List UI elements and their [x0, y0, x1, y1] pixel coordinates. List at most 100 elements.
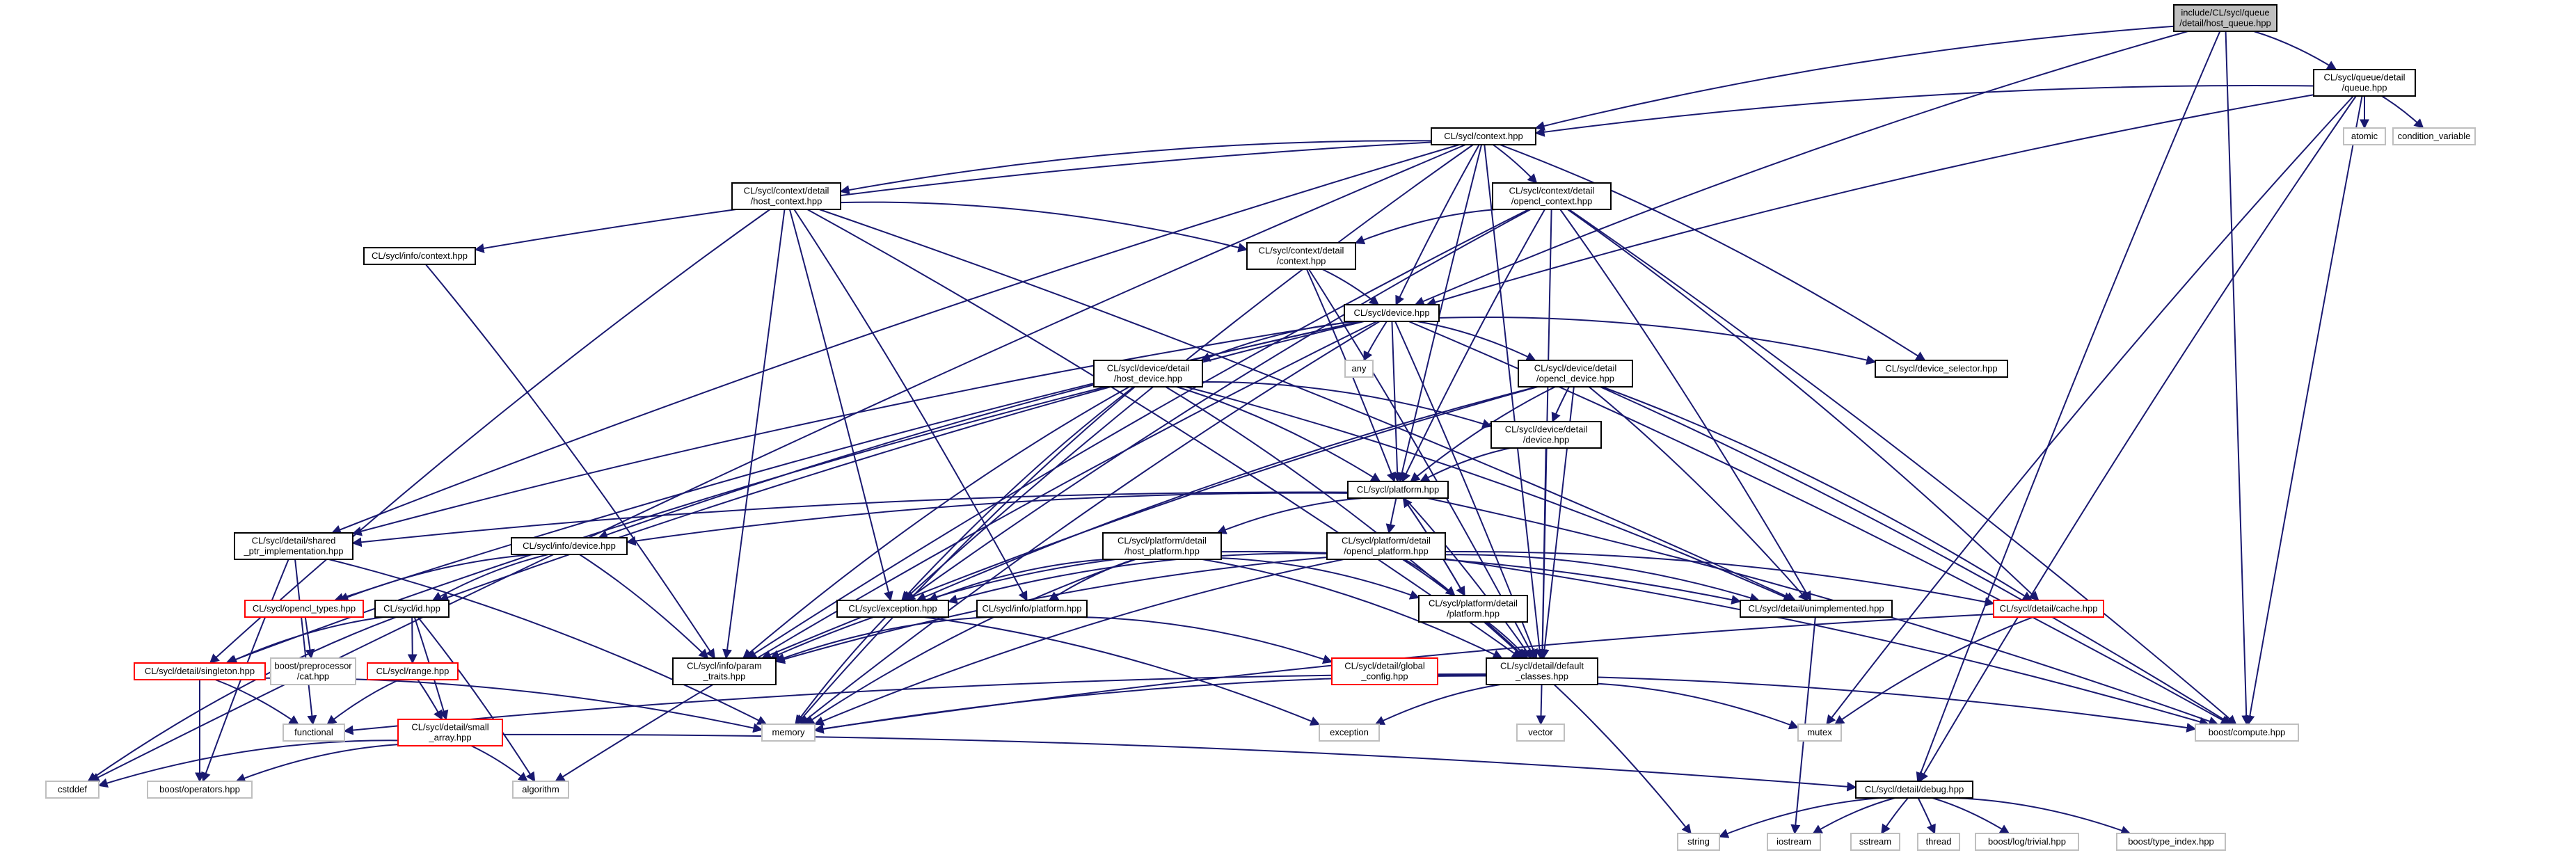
- node-label: CL/sycl/platform/detail: [1342, 536, 1431, 546]
- edge-device-to-ocldev: [1417, 321, 1536, 361]
- node-infodev[interactable]: CL/sycl/info/device.hpp: [511, 537, 628, 555]
- node-label: CL/sycl/device_selector.hpp: [1885, 363, 1997, 374]
- edge-exception-to-memory: [795, 616, 887, 726]
- node-box: [1677, 833, 1720, 851]
- edge-context-to-device: [1395, 144, 1480, 306]
- edge-debug-to-string: [1718, 797, 1880, 838]
- node-label: /context.hpp: [1277, 256, 1326, 266]
- node-id[interactable]: CL/sycl/id.hpp: [374, 600, 450, 618]
- node-box: [1975, 833, 2079, 851]
- node-oclplat[interactable]: CL/sycl/platform/detail/opencl_platform.…: [1326, 532, 1446, 560]
- node-singleton[interactable]: CL/sycl/detail/singleton.hpp: [134, 662, 266, 680]
- node-globalcfg[interactable]: CL/sycl/detail/global_config.hpp: [1331, 657, 1438, 685]
- node-label: functional: [294, 727, 333, 737]
- node-box: [672, 657, 777, 685]
- node-box: [1418, 595, 1528, 623]
- node-box: [2343, 127, 2386, 145]
- node-box: [511, 537, 628, 555]
- node-cache[interactable]: CL/sycl/detail/cache.hpp: [1993, 600, 2104, 618]
- edge-hostdev-to-devdetail: [1202, 381, 1493, 429]
- node-exceptionstd: exception: [1319, 724, 1380, 742]
- node-unimpl[interactable]: CL/sycl/detail/unimplemented.hpp: [1740, 600, 1893, 618]
- node-box: [1767, 833, 1821, 851]
- node-context[interactable]: CL/sycl/context.hpp: [1431, 127, 1536, 145]
- edge-oclctx-to-ctxdetail: [1354, 209, 1497, 245]
- node-devsel[interactable]: CL/sycl/device_selector.hpp: [1875, 360, 2008, 378]
- edge-context-to-oclctx: [1493, 144, 1538, 184]
- node-any: any: [1344, 360, 1374, 378]
- node-platdetail[interactable]: CL/sycl/platform/detail/platform.hpp: [1418, 595, 1528, 623]
- edge-root-to-context: [1534, 25, 2175, 131]
- node-label: /host_context.hpp: [751, 196, 822, 207]
- node-range[interactable]: CL/sycl/range.hpp: [367, 662, 459, 680]
- edge-root-to-debug: [1916, 31, 2221, 783]
- edge-defclasses-to-functional: [343, 673, 1487, 735]
- node-cstddef: cstddef: [45, 781, 100, 799]
- node-label: CL/sycl/context/detail: [744, 186, 829, 196]
- edge-hostctx-to-exception: [788, 209, 893, 602]
- node-debug[interactable]: CL/sycl/detail/debug.hpp: [1855, 781, 1973, 799]
- edge-platform-to-oclplat: [1385, 497, 1397, 534]
- node-label: /opencl_context.hpp: [1511, 196, 1592, 207]
- node-opencltypes[interactable]: CL/sycl/opencl_types.hpp: [244, 600, 364, 618]
- edge-device-to-any: [1363, 321, 1388, 362]
- node-ocldev[interactable]: CL/sycl/device/detail/opencl_device.hpp: [1518, 360, 1633, 387]
- node-devdetail[interactable]: CL/sycl/device/detail/device.hpp: [1490, 421, 1602, 449]
- edge-ocldev-to-unimpl: [1588, 386, 1808, 602]
- edge-hostplat-to-unimpl: [1221, 550, 1742, 605]
- node-sharedptr[interactable]: CL/sycl/detail/shared_ptr_implementation…: [234, 532, 353, 560]
- node-btypeindex: boost/type_index.hpp: [2116, 833, 2226, 851]
- node-label: /opencl_platform.hpp: [1344, 546, 1428, 557]
- node-device[interactable]: CL/sycl/device.hpp: [1344, 304, 1440, 322]
- edge-debug-to-iostream: [1812, 797, 1895, 834]
- node-label: thread: [1926, 836, 1952, 847]
- node-box: [1850, 833, 1900, 851]
- node-box: [374, 600, 450, 618]
- node-box: [2173, 4, 2277, 32]
- node-box: [2195, 724, 2299, 742]
- node-label: cstddef: [58, 784, 87, 794]
- node-label: CL/sycl/detail/unimplemented.hpp: [1748, 603, 1884, 614]
- node-platform[interactable]: CL/sycl/platform.hpp: [1347, 481, 1449, 499]
- node-label: /queue.hpp: [2342, 83, 2387, 93]
- node-root[interactable]: include/CL/sycl/queue/detail/host_queue.…: [2173, 4, 2277, 32]
- node-hostplat[interactable]: CL/sycl/platform/detail/host_platform.hp…: [1102, 532, 1222, 560]
- node-box: [2313, 69, 2416, 97]
- edge-oclctx-to-paramtraits: [746, 209, 1529, 659]
- node-box: [1326, 532, 1446, 560]
- node-label: boost/preprocessor: [274, 661, 352, 671]
- node-label: CL/sycl/device/detail: [1534, 363, 1617, 374]
- edge-oclplat-to-exception: [947, 552, 1328, 605]
- node-ctxdetail[interactable]: CL/sycl/context/detail/context.hpp: [1246, 242, 1356, 270]
- node-paramtraits[interactable]: CL/sycl/info/param_traits.hpp: [672, 657, 777, 685]
- edge-hostplat-to-paramtraits: [770, 559, 1116, 660]
- node-label: CL/sycl/opencl_types.hpp: [253, 603, 356, 614]
- edge-infoplat-to-paramtraits: [774, 616, 992, 663]
- node-thread: thread: [1917, 833, 1960, 851]
- node-box: [731, 182, 841, 210]
- node-hostctx[interactable]: CL/sycl/context/detail/host_context.hpp: [731, 182, 841, 210]
- node-label: CL/sycl/exception.hpp: [848, 603, 937, 614]
- edge-root-to-queue: [2253, 31, 2337, 70]
- node-label: string: [1687, 836, 1710, 847]
- edge-hostctx-to-defclasses: [806, 209, 1522, 659]
- node-infoplat[interactable]: CL/sycl/info/platform.hpp: [976, 600, 1088, 618]
- node-box: [1246, 242, 1356, 270]
- edge-range-to-functional: [326, 679, 400, 725]
- node-exception[interactable]: CL/sycl/exception.hpp: [836, 600, 949, 618]
- node-label: CL/sycl/info/param: [687, 661, 762, 671]
- node-label: /cat.hpp: [297, 671, 329, 682]
- node-smallarray[interactable]: CL/sycl/detail/small_array.hpp: [397, 719, 503, 746]
- node-defclasses[interactable]: CL/sycl/detail/default_classes.hpp: [1486, 657, 1598, 685]
- node-hostdev[interactable]: CL/sycl/device/detail/host_device.hpp: [1093, 360, 1203, 387]
- node-label: boost/type_index.hpp: [2128, 836, 2214, 847]
- edge-devdetail-to-platform: [1420, 447, 1511, 482]
- node-label: vector: [1528, 727, 1553, 737]
- node-infoctx[interactable]: CL/sycl/info/context.hpp: [363, 247, 476, 265]
- node-label: CL/sycl/device.hpp: [1353, 307, 1429, 318]
- node-algorithm: algorithm: [512, 781, 569, 799]
- node-oclctx[interactable]: CL/sycl/context/detail/opencl_context.hp…: [1492, 182, 1612, 210]
- edge-sharedptr-to-functional: [294, 559, 317, 726]
- edge-range-to-smallarray: [417, 679, 443, 721]
- node-queue[interactable]: CL/sycl/queue/detail/queue.hpp: [2313, 69, 2416, 97]
